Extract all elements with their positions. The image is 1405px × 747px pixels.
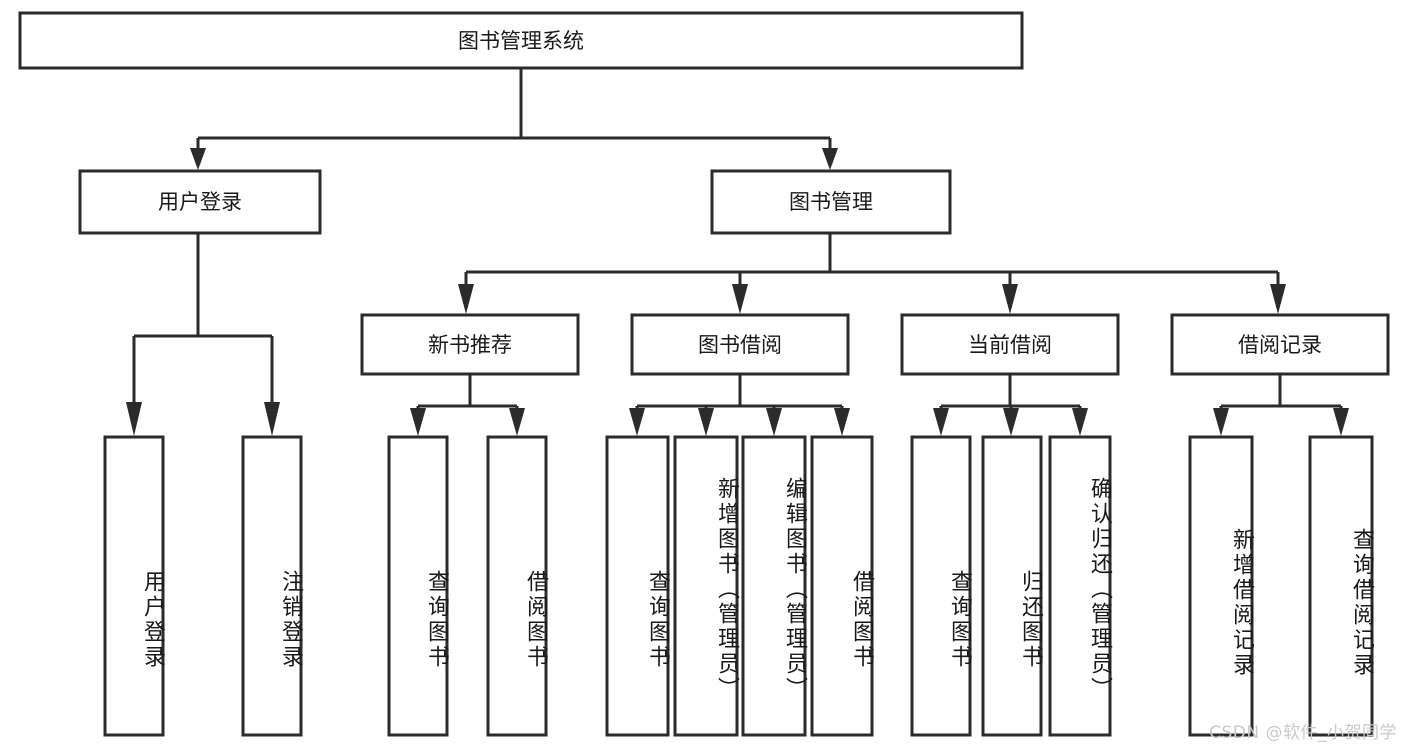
- node-borrow-record-label: 借阅记录: [1238, 333, 1322, 357]
- node-leaf-rec-borrow-book-box[interactable]: [486, 435, 548, 737]
- arrow-head-borrow-record: [1270, 284, 1286, 314]
- arrow-head-leaf-bb-edit-book: [766, 408, 782, 436]
- arrow-head-leaf-cb-query-book: [933, 408, 949, 436]
- arrow-head-leaf-cb-return-book: [1003, 408, 1019, 436]
- node-current-borrow[interactable]: 当前借阅: [900, 313, 1120, 376]
- arrow-head-new-book-rec: [458, 284, 474, 314]
- node-book-manage-box[interactable]: [710, 169, 952, 235]
- arrow-head-current-borrow: [1002, 284, 1018, 314]
- arrow-head-leaf-user-login: [126, 402, 142, 436]
- arrow-head-leaf-bb-query-book: [629, 408, 645, 436]
- node-leaf-bb-add-book-box[interactable]: [673, 435, 739, 737]
- node-leaf-bb-edit-book-box[interactable]: [741, 435, 807, 737]
- node-borrow-record[interactable]: 借阅记录: [1170, 313, 1390, 376]
- node-borrow-record-box[interactable]: [1170, 313, 1390, 376]
- arrow-head-leaf-br-add-record: [1213, 408, 1229, 436]
- arrow-head-leaf-rec-query-book: [410, 408, 426, 436]
- connector-group: [126, 68, 1349, 436]
- arrow-head-leaf-cb-confirm-return: [1072, 408, 1088, 436]
- node-leaf-cb-return-book-box[interactable]: [981, 435, 1043, 737]
- arrow-head-leaf-logout: [264, 402, 280, 436]
- node-leaf-user-login-box[interactable]: [103, 435, 165, 737]
- arrow-head-book-borrow: [732, 284, 748, 314]
- node-new-book-rec-label: 新书推荐: [428, 333, 512, 357]
- node-leaf-rec-query-book-box[interactable]: [387, 435, 449, 737]
- node-leaf-cb-query-book-box[interactable]: [910, 435, 972, 737]
- node-user-login-label: 用户登录: [158, 190, 242, 214]
- node-book-borrow-box[interactable]: [630, 313, 850, 376]
- node-leaf-cb-confirm-return-box[interactable]: [1048, 435, 1112, 737]
- node-book-borrow-label: 图书借阅: [698, 333, 782, 357]
- node-new-book-rec[interactable]: 新书推荐: [360, 313, 580, 376]
- leaf-box-group: [103, 435, 1374, 737]
- node-leaf-br-add-record-box[interactable]: [1188, 435, 1254, 737]
- arrow-head-book-manage: [822, 148, 838, 170]
- arrow-head-leaf-bb-add-book: [698, 408, 714, 436]
- arrow-head-leaf-br-query-record: [1333, 408, 1349, 436]
- node-leaf-bb-borrow-book-box[interactable]: [810, 435, 874, 737]
- node-new-book-rec-box[interactable]: [360, 313, 580, 376]
- csdn-watermark: CSDN @软件_小贺同学: [1209, 723, 1397, 743]
- arrow-head-leaf-rec-borrow-book: [509, 408, 525, 436]
- node-leaf-logout-box[interactable]: [241, 435, 303, 737]
- node-root-box[interactable]: [18, 11, 1024, 70]
- arrow-head-leaf-bb-borrow-book: [834, 408, 850, 436]
- node-leaf-br-query-record-box[interactable]: [1308, 435, 1374, 737]
- arrow-head-user-login: [190, 148, 206, 170]
- node-user-login[interactable]: 用户登录: [78, 169, 322, 235]
- node-root-label: 图书管理系统: [458, 29, 584, 53]
- node-root[interactable]: 图书管理系统: [18, 11, 1024, 70]
- node-user-login-box[interactable]: [78, 169, 322, 235]
- node-book-manage[interactable]: 图书管理: [710, 169, 952, 235]
- node-current-borrow-label: 当前借阅: [968, 333, 1052, 357]
- node-book-manage-label: 图书管理: [789, 190, 873, 214]
- node-book-borrow[interactable]: 图书借阅: [630, 313, 850, 376]
- node-current-borrow-box[interactable]: [900, 313, 1120, 376]
- node-leaf-bb-query-book-box[interactable]: [605, 435, 670, 737]
